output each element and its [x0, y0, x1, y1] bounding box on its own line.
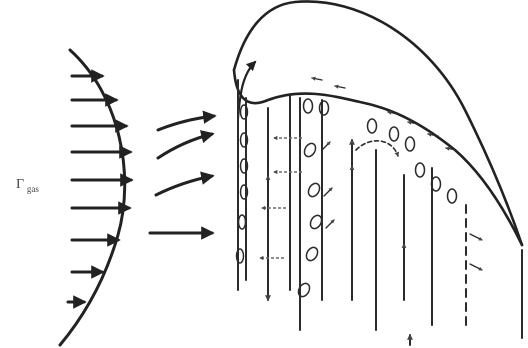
bubble	[406, 137, 415, 151]
bubble	[416, 163, 425, 177]
svg-text:Γ gas: Γ gas	[16, 177, 39, 194]
surface-arrow	[335, 86, 345, 88]
gas-subscript: gas	[27, 184, 39, 194]
bubble-arrow	[470, 234, 482, 240]
bubble	[304, 245, 320, 262]
gas-label: Γ gas	[16, 177, 39, 194]
bubble	[320, 101, 329, 115]
gas-symbol: Γ	[16, 177, 24, 192]
bubble	[296, 281, 312, 298]
up-arrows	[268, 166, 404, 258]
profile-arrows	[68, 76, 131, 302]
horizontal-arrows	[260, 138, 302, 258]
surface-arrow	[312, 78, 322, 80]
incoming-flow-arrows	[150, 116, 214, 233]
flow-arrow	[156, 176, 212, 195]
outer-envelope	[234, 1, 522, 245]
bubble	[306, 181, 322, 198]
bubble	[390, 127, 399, 141]
plume-outline	[234, 1, 522, 245]
bubble-arrows	[322, 142, 482, 270]
bubble-arrow	[322, 142, 330, 150]
bubble	[302, 141, 318, 158]
bubble	[448, 189, 457, 203]
surface-arrows	[312, 78, 456, 150]
surface-arrow	[428, 134, 438, 136]
bubble-arrow	[324, 188, 332, 196]
vertical-streamlines	[238, 80, 432, 345]
bubble-arrow	[326, 220, 334, 228]
inner-envelope	[234, 70, 522, 245]
flow-arrow	[158, 116, 214, 130]
bubble	[368, 119, 377, 133]
bubble	[239, 215, 246, 229]
bubble	[304, 99, 313, 113]
inlet-velocity-profile	[60, 50, 131, 345]
bubble-arrow	[470, 264, 482, 270]
flow-arrow	[158, 134, 212, 158]
